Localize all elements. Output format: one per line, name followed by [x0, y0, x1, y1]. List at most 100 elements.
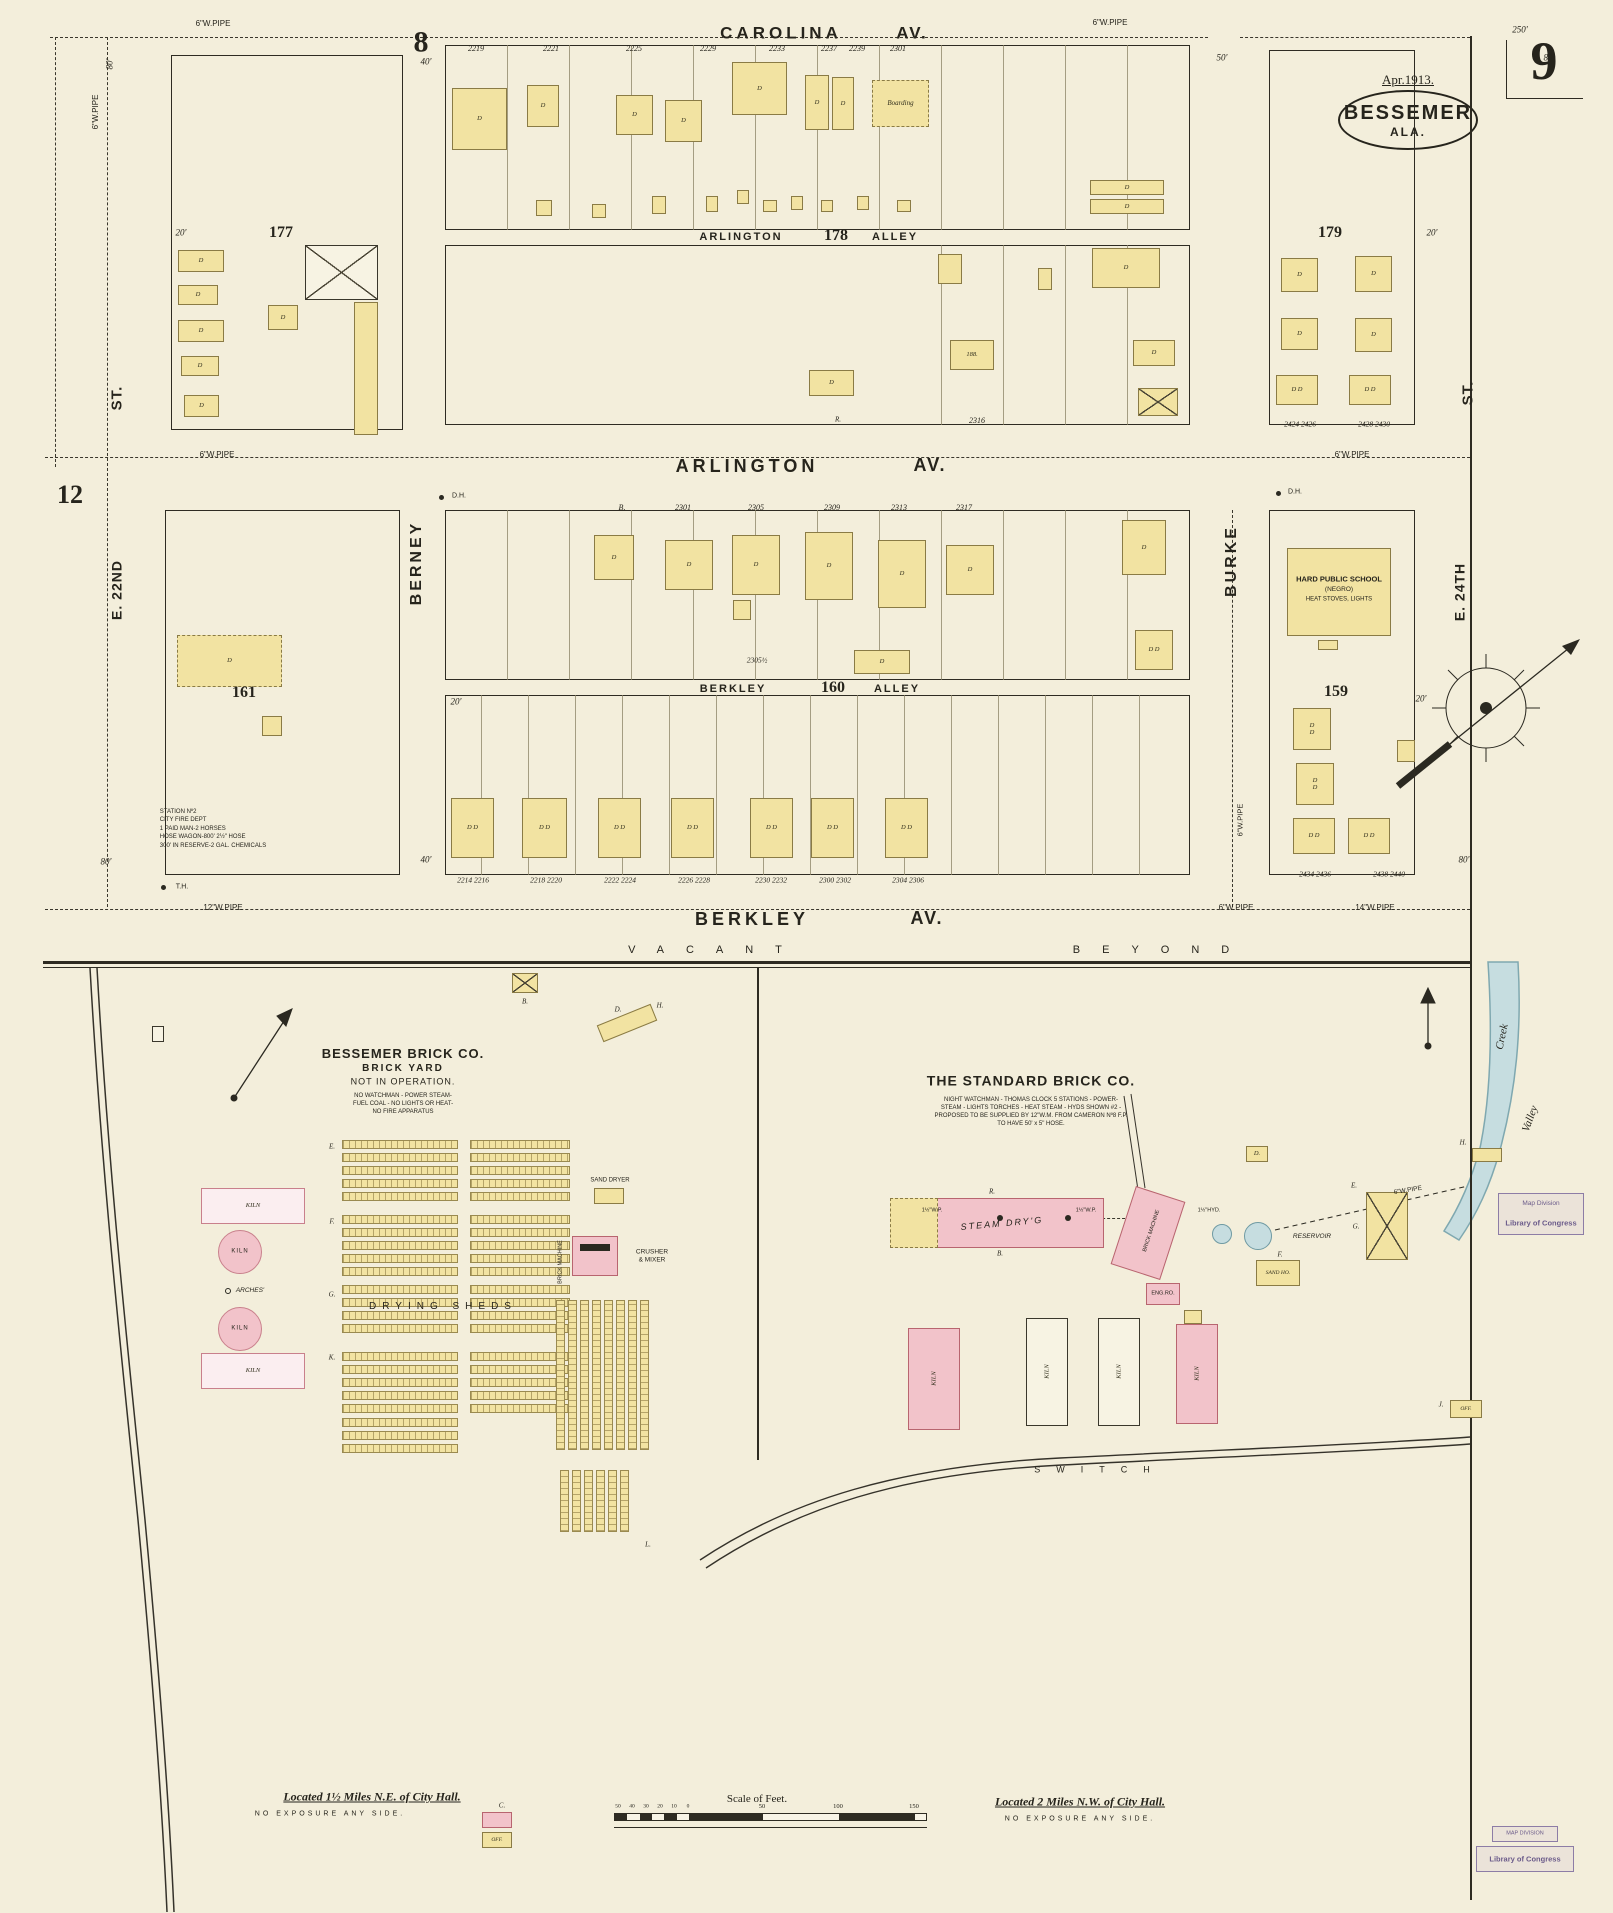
building: D D: [451, 798, 494, 858]
kiln-round: [218, 1230, 262, 1274]
map-label: B.: [618, 503, 626, 512]
map-label: 2301: [675, 503, 691, 512]
map-label: 2316: [969, 416, 985, 425]
sand-dryer: [594, 1188, 624, 1204]
building: D: [665, 100, 702, 142]
map-label: 2225: [626, 44, 642, 53]
building: D: [1281, 258, 1318, 292]
map-label: B.: [521, 997, 529, 1006]
drying-shed-strip: [616, 1300, 625, 1450]
drying-shed-strip: [572, 1470, 581, 1532]
north-arrow-icon: [230, 1008, 293, 1102]
map-label: 2309: [824, 503, 840, 512]
building-label: 188.: [966, 351, 978, 359]
block-number-177: 177: [269, 224, 293, 241]
building: D: [732, 535, 780, 595]
building-label: D D: [686, 824, 698, 832]
drying-shed-strip: [470, 1352, 570, 1361]
lot-line: [1127, 45, 1128, 230]
building: [652, 196, 666, 214]
building-label: D: [1297, 271, 1302, 279]
map-label: 30: [643, 1803, 649, 1810]
pipe-line: [45, 909, 1470, 910]
map-label: NO EXPOSURE ANY SIDE.: [254, 1810, 406, 1818]
building: [857, 196, 869, 210]
building-label: D: [227, 657, 232, 665]
building-label: D: [1371, 270, 1376, 278]
map-label: H.: [1459, 1138, 1467, 1147]
building-label: Boarding: [887, 98, 914, 107]
map-label: 2226 2228: [678, 875, 710, 885]
drying-shed-strip: [342, 1352, 458, 1361]
lot-line: [716, 695, 717, 875]
drying-shed-strip: [640, 1300, 649, 1450]
map-label: 80': [1543, 52, 1555, 63]
drying-shed-strip: [470, 1153, 570, 1162]
building: D: [181, 356, 219, 376]
drying-shed-strip: [470, 1391, 570, 1400]
lot-line: [755, 45, 756, 230]
adjacent-sheet-8: 8: [413, 25, 429, 59]
building-label: D D: [1309, 721, 1315, 736]
building-label: OFF.: [491, 1836, 503, 1843]
map-label: 2300 2302: [819, 875, 851, 885]
pipe-line: [1232, 510, 1233, 907]
building-label: D D: [900, 824, 912, 832]
drying-shed-strip: [568, 1300, 577, 1450]
building: D: [878, 540, 926, 608]
lot-line: [1139, 695, 1140, 875]
kiln: KILN: [908, 1328, 960, 1430]
building-label: D: [1297, 330, 1302, 338]
building-label: D: [611, 553, 617, 561]
drying-shed-strip: [342, 1298, 458, 1307]
block-160-south: [445, 695, 1190, 875]
lot-line: [693, 510, 694, 680]
lot-line: [951, 695, 952, 875]
kiln: KILN: [1098, 1318, 1140, 1426]
building: D: [594, 535, 634, 580]
map-label: 80': [100, 856, 112, 867]
pipe-diagonal: [1274, 1185, 1469, 1231]
scale-label: Scale of Feet.: [726, 1793, 788, 1806]
yard-separator-inner: [43, 967, 1470, 969]
drying-shed-strip: [342, 1215, 458, 1224]
map-label: 150: [909, 1802, 919, 1810]
map-label: 20': [1426, 227, 1438, 238]
drying-shed-strip: [470, 1404, 570, 1413]
building: [791, 196, 803, 210]
block-number-161: 161: [232, 684, 256, 701]
map-label: Map Division: [1522, 1199, 1560, 1207]
building: D: [268, 305, 298, 330]
building-label: D: [477, 115, 482, 123]
map-label: NO WATCHMAN - POWER STEAM- FUEL COAL - N…: [352, 1092, 454, 1116]
building: D: [809, 370, 854, 396]
lot-line: [1092, 695, 1093, 875]
map-label: 2218 2220: [530, 875, 562, 885]
building: D: [527, 85, 559, 127]
map-label: 2305½: [746, 655, 768, 665]
map-label: 2222 2224: [604, 875, 636, 885]
building: OFF.: [482, 1832, 512, 1848]
building: D D: [811, 798, 854, 858]
building: [938, 254, 962, 284]
building: D.: [1246, 1146, 1268, 1162]
drying-shed-strip: [342, 1179, 458, 1188]
street-e-22nd: E. 22ND: [108, 560, 125, 620]
map-label: ALLEY: [871, 231, 919, 244]
building: [1366, 1192, 1408, 1260]
scale-bar-segment: [640, 1814, 652, 1820]
scale-bar: [614, 1813, 927, 1821]
map-label: 2428 2430: [1358, 419, 1390, 429]
map-label: 20': [1415, 693, 1427, 704]
hydrant-dot: [438, 494, 444, 500]
building: D: [832, 77, 854, 130]
building: [1184, 1310, 1202, 1324]
map-label: F.: [329, 1217, 335, 1226]
drying-shed-strip: [556, 1300, 565, 1450]
hard-public-school: [1287, 548, 1391, 636]
drying-shed-strip: [342, 1311, 458, 1320]
drying-shed-strip: [470, 1285, 570, 1294]
vacant-beyond: VACANT: [628, 944, 804, 957]
block-161: [165, 510, 400, 875]
railroad-switch-track: [699, 1436, 1471, 1569]
